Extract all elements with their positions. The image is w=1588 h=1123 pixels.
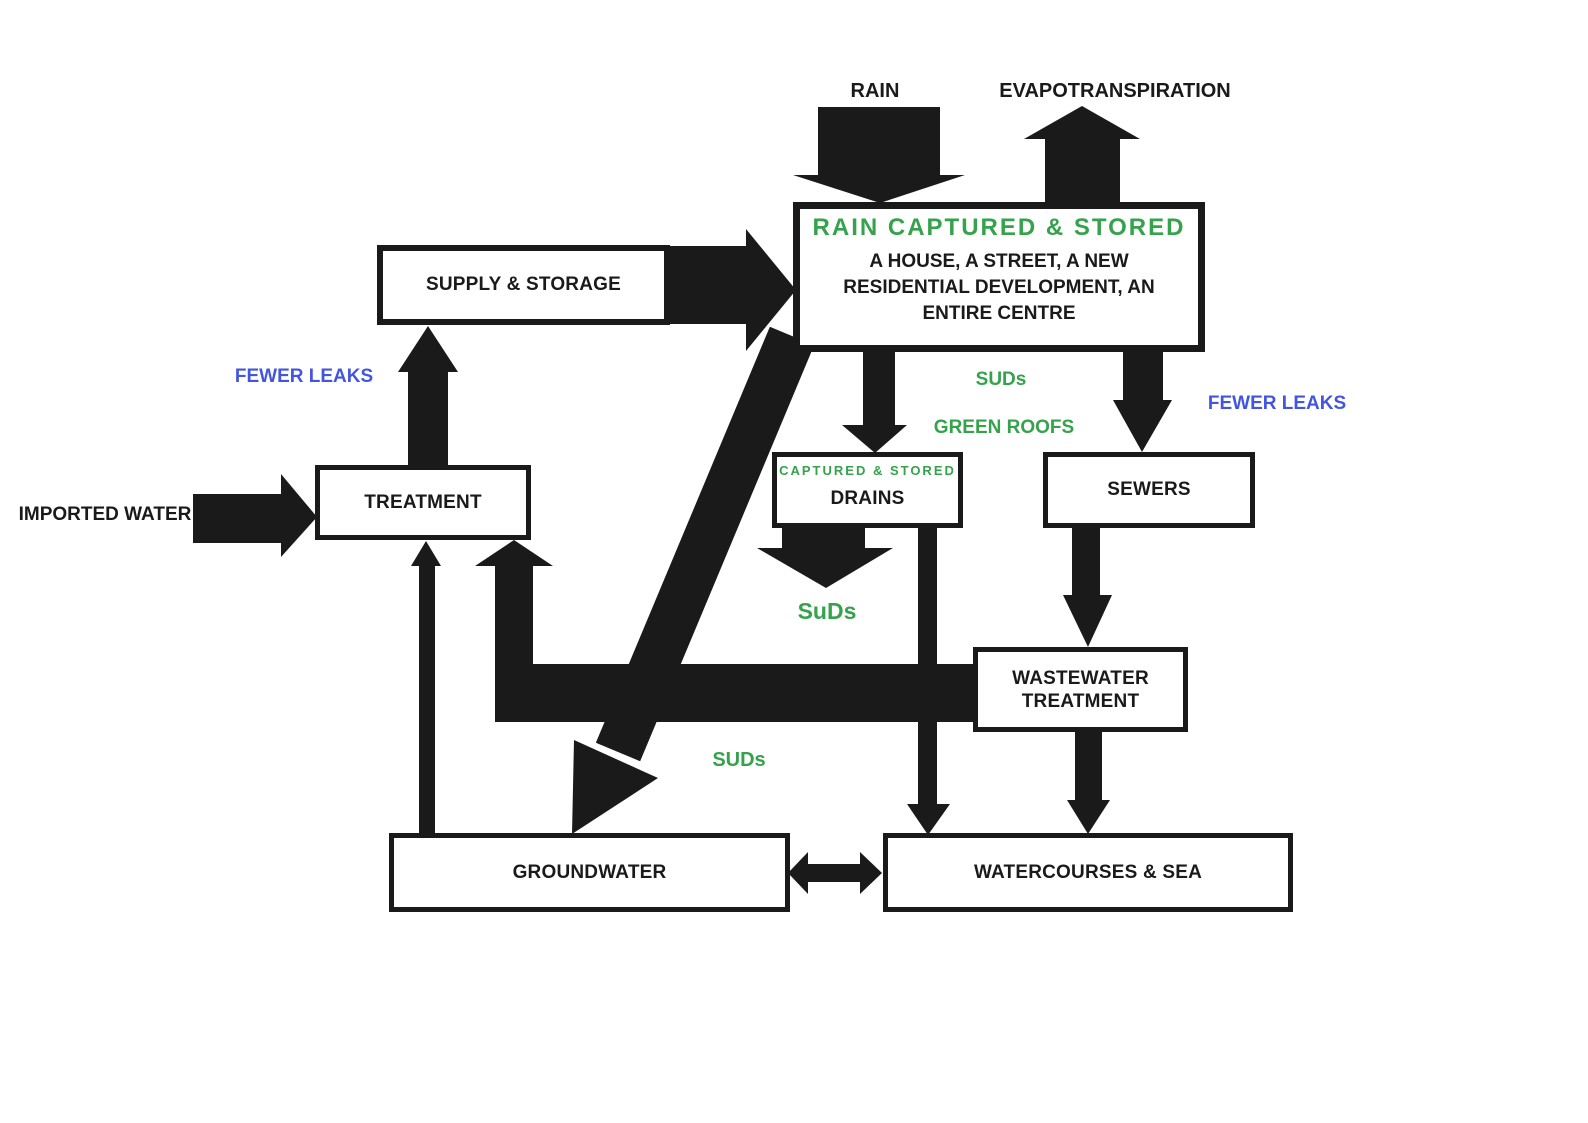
rain-captured-body: A HOUSE, A STREET, A NEW RESIDENTIAL DEV… [843, 249, 1154, 327]
green-roofs-label: GREEN ROOFS [933, 417, 1075, 438]
captured-to-drains-arrow-icon [842, 350, 907, 453]
wastewater-to-treatment-elbow-arrow-icon [475, 540, 978, 722]
sewers-label: SEWERS [1107, 479, 1191, 500]
captured-to-groundwater-diagonal-arrow-icon [572, 326, 815, 834]
imported-water-label: IMPORTED WATER [18, 504, 192, 525]
fewer-leaks-right-label: FEWER LEAKS [1207, 393, 1347, 414]
supply-storage-box: SUPPLY & STORAGE [377, 245, 670, 325]
drains-to-suds-arrow-icon [757, 526, 893, 588]
rain-captured-body-line1: A HOUSE, A STREET, A NEW [869, 251, 1129, 272]
suds-lower-label: SUDs [712, 749, 766, 771]
groundwater-to-treatment-arrow-icon [411, 541, 441, 834]
treatment-box: TREATMENT [315, 465, 531, 540]
supply-storage-label: SUPPLY & STORAGE [425, 274, 622, 295]
drains-label: DRAINS [830, 488, 905, 509]
rain-label: RAIN [850, 80, 900, 102]
treatment-label: TREATMENT [364, 491, 482, 513]
drains-captured-stored-header: CAPTURED & STORED [779, 463, 956, 478]
drains-box: CAPTURED & STORED DRAINS [772, 452, 963, 528]
wastewater-label-line2: TREATMENT [1021, 690, 1140, 712]
rain-captured-title: RAIN CAPTURED & STORED [812, 214, 1186, 241]
groundwater-watercourses-double-arrow-icon [788, 852, 882, 894]
wastewater-treatment-box: WASTEWATER TREATMENT [973, 647, 1188, 732]
rain-captured-body-line3: ENTIRE CENTRE [922, 303, 1076, 324]
watercourses-sea-box: WATERCOURSES & SEA [883, 833, 1293, 912]
rain-captured-stored-box: RAIN CAPTURED & STORED A HOUSE, A STREET… [793, 202, 1205, 352]
groundwater-box: GROUNDWATER [389, 833, 790, 912]
sewers-box: SEWERS [1043, 452, 1255, 528]
imported-water-arrow-icon [193, 474, 317, 557]
rain-down-arrow-icon [793, 107, 965, 203]
fewer-leaks-left-label: FEWER LEAKS [234, 366, 374, 387]
suds-mid-label: SuDs [797, 598, 857, 624]
wastewater-to-watercourses-arrow-icon [1067, 730, 1110, 834]
watercourses-sea-label: WATERCOURSES & SEA [973, 861, 1203, 883]
evapotranspiration-up-arrow-icon [1024, 106, 1140, 206]
suds-top-label: SUDs [975, 369, 1027, 390]
wastewater-label-line1: WASTEWATER [1012, 667, 1149, 689]
supply-to-captured-arrow-icon [666, 229, 796, 351]
captured-to-sewers-arrow-icon [1113, 350, 1172, 452]
treatment-to-supply-arrow-icon [398, 326, 458, 468]
sewers-to-wastewater-arrow-icon [1063, 526, 1112, 647]
evapotranspiration-label: EVAPOTRANSPIRATION [999, 80, 1231, 102]
groundwater-label: GROUNDWATER [512, 861, 667, 883]
rain-captured-body-line2: RESIDENTIAL DEVELOPMENT, AN [843, 277, 1155, 298]
